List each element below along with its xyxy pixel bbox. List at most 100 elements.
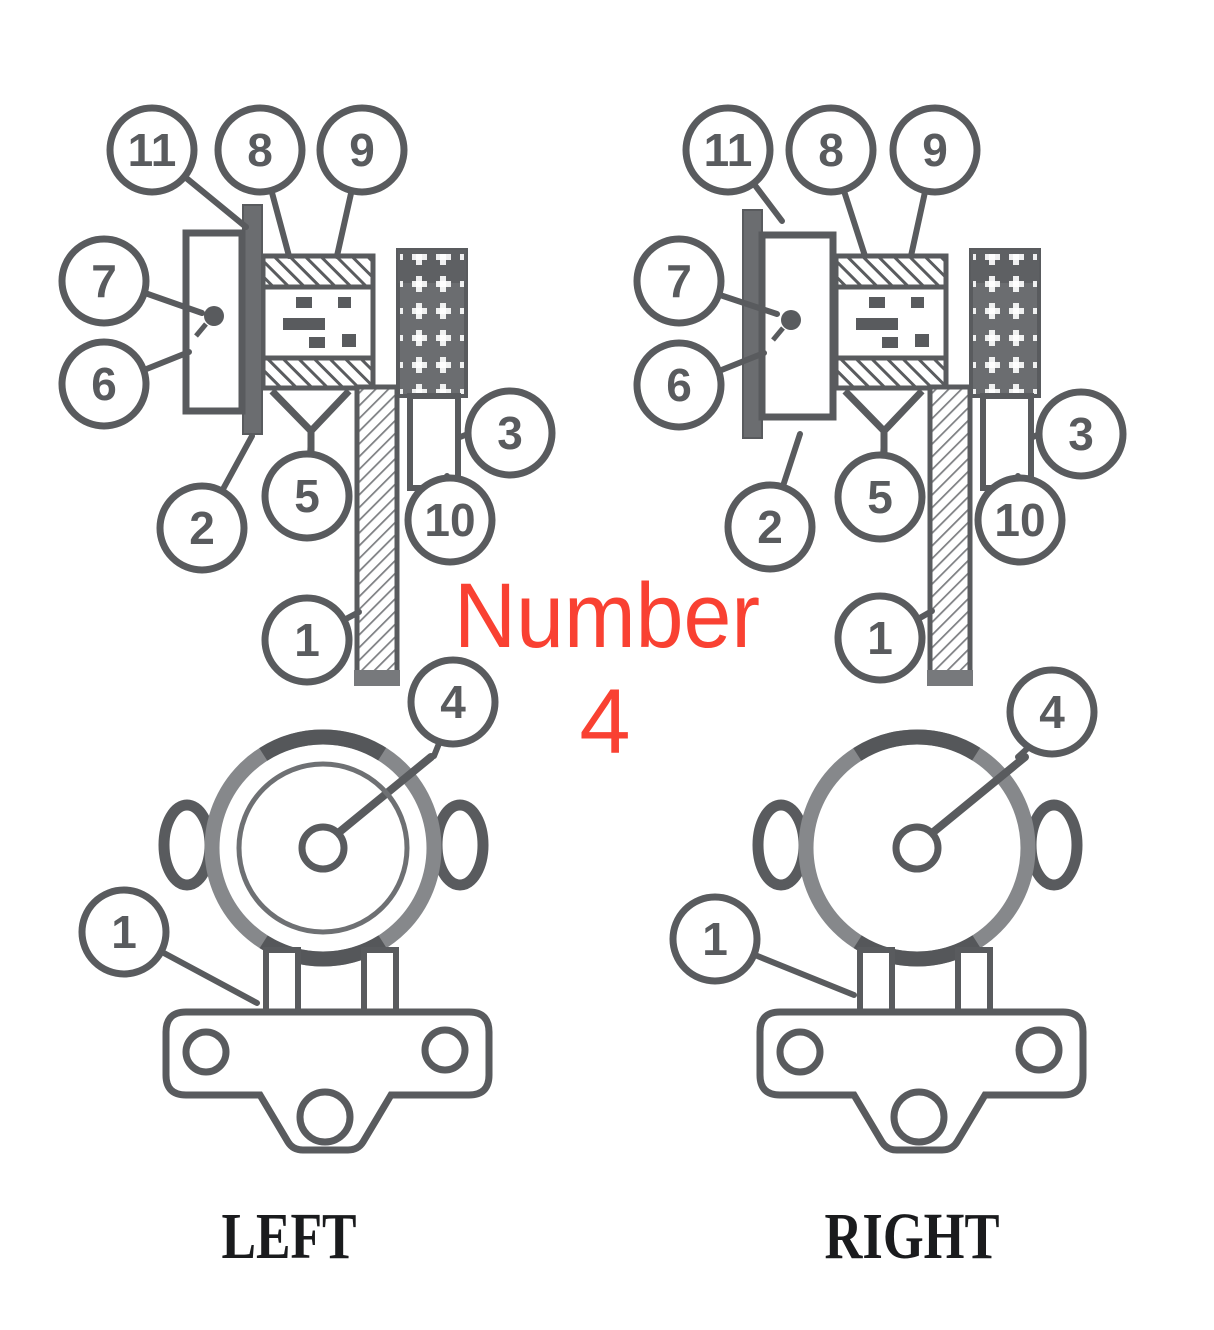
callout-circle bbox=[1006, 666, 1098, 758]
callout-right-5: 5 bbox=[834, 435, 926, 543]
callout-right-7: 7 bbox=[633, 235, 780, 327]
side-plate-pin-tail bbox=[771, 326, 785, 342]
callout-leader bbox=[717, 292, 780, 317]
callout-circle bbox=[106, 104, 198, 196]
callout-leader bbox=[219, 433, 255, 494]
callout-circle bbox=[404, 474, 496, 566]
callout-right-11: 11 bbox=[682, 104, 785, 224]
callout-left-6: 6 bbox=[58, 338, 192, 430]
callout-number: 6 bbox=[666, 359, 692, 411]
callout-right-1: 1 bbox=[834, 592, 935, 684]
callout-number: 10 bbox=[424, 494, 475, 546]
callout-right-1: 1 bbox=[669, 893, 857, 998]
callout-leader bbox=[752, 952, 857, 998]
callout-number: 10 bbox=[994, 494, 1045, 546]
callout-circle bbox=[633, 339, 725, 431]
callout-leader bbox=[182, 174, 249, 230]
callout-number: 8 bbox=[818, 124, 844, 176]
callout-number: 1 bbox=[702, 913, 728, 965]
callout-circle bbox=[261, 594, 353, 686]
callout-number: 4 bbox=[1039, 686, 1065, 738]
callout-circle bbox=[316, 104, 408, 196]
callout-right-8: 8 bbox=[785, 104, 877, 259]
callout-leader bbox=[142, 290, 205, 316]
callout-left-8: 8 bbox=[214, 104, 306, 259]
callout-circle bbox=[974, 474, 1066, 566]
callout-leader bbox=[268, 186, 292, 259]
callout-circle bbox=[669, 893, 761, 985]
callout-number: 6 bbox=[91, 358, 117, 410]
callout-circle bbox=[156, 482, 248, 574]
callout-leader bbox=[334, 186, 355, 259]
callout-leader bbox=[908, 189, 928, 259]
annotation-line2: 4 bbox=[579, 671, 630, 773]
callout-number: 11 bbox=[128, 124, 177, 176]
callout-right-2: 2 bbox=[724, 431, 816, 573]
callout-right-3: 3 bbox=[1030, 388, 1127, 480]
callout-left-9: 9 bbox=[316, 104, 408, 259]
callout-right-9: 9 bbox=[889, 104, 981, 259]
side-plate-pin bbox=[204, 306, 224, 326]
callout-circle bbox=[1035, 388, 1127, 480]
callout-number: 7 bbox=[91, 255, 117, 307]
callout-left-11: 11 bbox=[106, 104, 249, 230]
callout-circle bbox=[889, 104, 981, 196]
callout-number: 11 bbox=[704, 124, 753, 176]
caption-left: LEFT bbox=[222, 1200, 357, 1273]
callout-number: 2 bbox=[189, 502, 215, 554]
callout-left-5: 5 bbox=[261, 434, 353, 542]
callout-number: 3 bbox=[497, 407, 523, 459]
callout-circle bbox=[834, 451, 926, 543]
callout-leader bbox=[841, 188, 868, 259]
callout-circle bbox=[261, 450, 353, 542]
callout-number: 9 bbox=[349, 124, 375, 176]
thrust-plate-bar bbox=[242, 204, 263, 435]
callout-number: 8 bbox=[247, 124, 273, 176]
callout-circle bbox=[633, 235, 725, 327]
callout-leader bbox=[751, 181, 785, 224]
callout-circle bbox=[214, 104, 306, 196]
callout-circle bbox=[78, 886, 170, 978]
callout-left-1: 1 bbox=[261, 594, 362, 686]
caption-right: RIGHT bbox=[825, 1200, 1000, 1273]
side-plate-pin-tail bbox=[194, 322, 208, 338]
left-diagram bbox=[164, 204, 489, 1150]
callout-left-1: 1 bbox=[78, 886, 260, 1006]
callout-number: 1 bbox=[867, 612, 893, 664]
callout-number: 3 bbox=[1068, 408, 1094, 460]
callout-circle bbox=[464, 387, 556, 479]
callout-leader bbox=[159, 949, 260, 1006]
callout-circle bbox=[407, 656, 499, 748]
side-plate-pin bbox=[781, 310, 801, 330]
callout-leader bbox=[716, 350, 767, 374]
callout-right-6: 6 bbox=[633, 339, 767, 431]
crown-inner-ring bbox=[236, 761, 410, 935]
right-diagram bbox=[742, 209, 1083, 1150]
callout-left-4: 4 bbox=[407, 656, 499, 759]
annotation-line1: Number bbox=[454, 565, 760, 667]
callout-circle bbox=[58, 235, 150, 327]
callout-number: 1 bbox=[294, 614, 320, 666]
callout-circle bbox=[58, 338, 150, 430]
callout-leader bbox=[780, 431, 803, 489]
callout-circle bbox=[785, 104, 877, 196]
callout-left-2: 2 bbox=[156, 433, 255, 574]
callout-left-10: 10 bbox=[404, 473, 496, 566]
callout-number: 4 bbox=[440, 676, 466, 728]
callout-number: 1 bbox=[111, 906, 137, 958]
callout-number: 5 bbox=[867, 471, 893, 523]
callout-left-3: 3 bbox=[457, 387, 556, 479]
callout-circle bbox=[682, 104, 774, 196]
callout-number: 9 bbox=[922, 124, 948, 176]
callout-leader bbox=[141, 349, 192, 373]
callout-right-10: 10 bbox=[974, 473, 1066, 566]
callout-number: 7 bbox=[666, 255, 692, 307]
callout-number: 2 bbox=[757, 501, 783, 553]
callout-number: 5 bbox=[294, 470, 320, 522]
callout-circle bbox=[724, 481, 816, 573]
callout-circle bbox=[834, 592, 926, 684]
callout-left-7: 7 bbox=[58, 235, 205, 327]
